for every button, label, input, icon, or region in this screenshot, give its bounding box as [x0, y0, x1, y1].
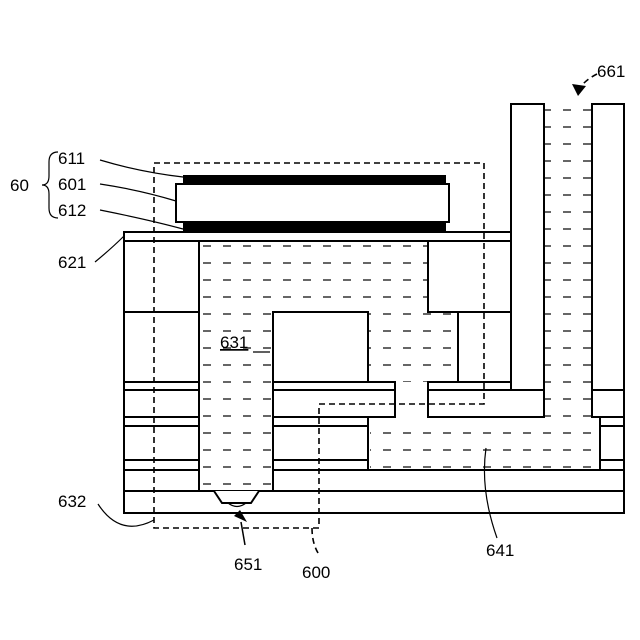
layer-601: [176, 184, 449, 222]
plate-621: [124, 232, 511, 241]
label-group-60: 60: [10, 176, 29, 195]
label-611: 611: [58, 149, 85, 168]
element-60: [176, 175, 449, 232]
label-641: 641: [486, 541, 514, 560]
label-600: 600: [302, 563, 330, 582]
chamber-liquid: [199, 241, 428, 312]
label-621: 621: [58, 253, 86, 272]
outlet-notch: [214, 491, 259, 503]
group-brace: [42, 152, 58, 218]
label-651: 651: [234, 555, 262, 574]
base-plate: [124, 491, 624, 513]
layer-611: [183, 175, 446, 184]
region-600-leader: [312, 528, 320, 556]
chamber-liquid-right: [368, 312, 458, 382]
layer-612: [183, 222, 446, 232]
label-661: 661: [597, 62, 625, 81]
left-wall: [124, 241, 199, 491]
label-632: 632: [58, 492, 86, 511]
inlet-tube-liquid: [544, 104, 592, 418]
flow-arrow-icon: [572, 74, 597, 96]
label-612: 612: [58, 201, 86, 220]
label-631: 631: [220, 333, 248, 352]
label-601: 601: [58, 175, 86, 194]
